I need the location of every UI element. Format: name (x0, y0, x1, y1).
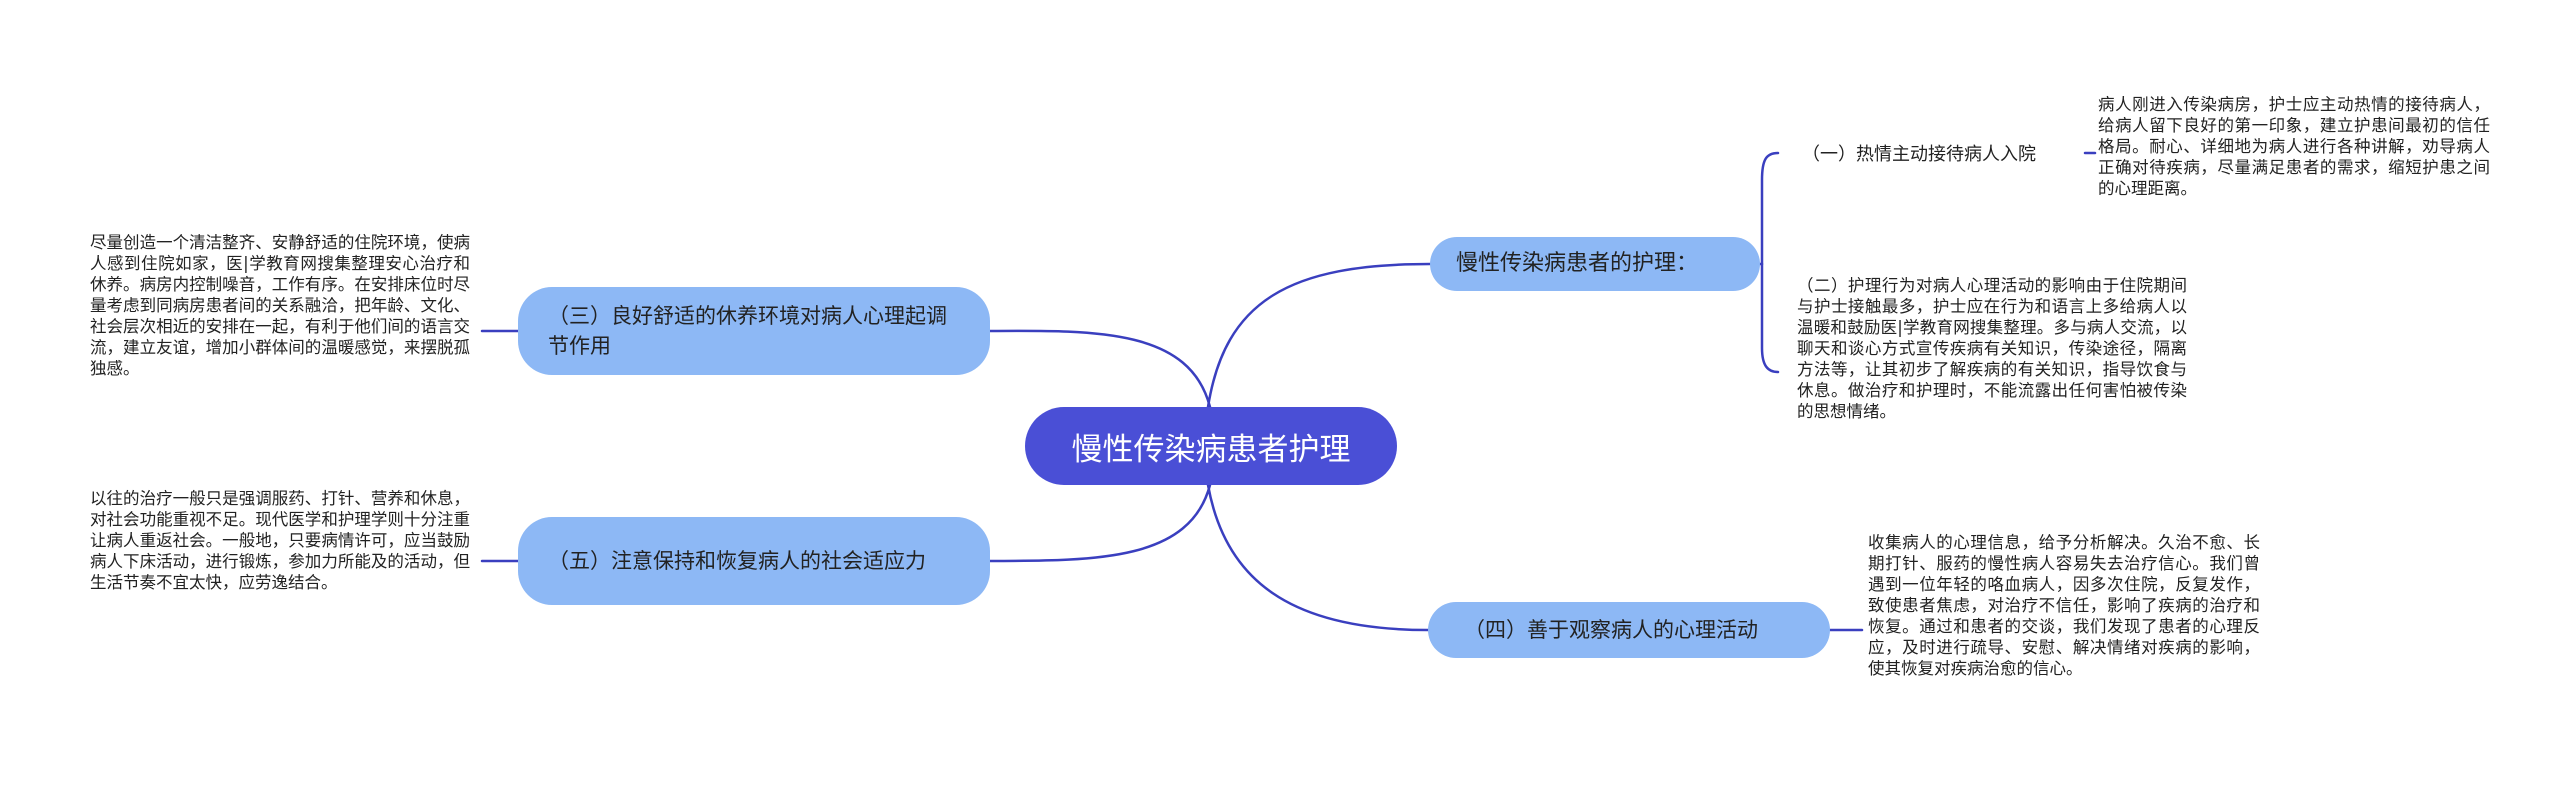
branch-text-5: 以往的治疗一般只是强调服药、打针、营养和休息，对社会功能重视不足。现代医学和护理… (90, 489, 470, 592)
branch-label-3: （三）良好舒适的休养环境对病人心理起调节作用 (548, 304, 947, 358)
branch-node-4[interactable]: （四）善于观察病人的心理活动 (1428, 602, 1830, 658)
link-b1-bracket (1760, 151, 1780, 374)
branch-node-1[interactable]: 慢性传染病患者的护理： (1430, 237, 1760, 291)
root-node[interactable]: 慢性传染病患者护理 (1025, 407, 1397, 485)
sub-node-1[interactable]: （一）热情主动接待病人入院 (1802, 138, 2036, 168)
sub-text-1: 病人刚进入传染病房，护士应主动热情的接待病人，给病人留下良好的第一印象，建立护患… (2098, 95, 2490, 198)
branch-label-1: 慢性传染病患者的护理： (1456, 251, 1699, 276)
branch-node-5[interactable]: （五）注意保持和恢复病人的社会适应力 (518, 517, 990, 605)
root-label: 慢性传染病患者护理 (1071, 431, 1351, 468)
branch-text-3: 尽量创造一个清洁整齐、安静舒适的住院环境，使病人感到住院如家，医|学教育网搜集整… (90, 233, 470, 378)
link-root-b3 (988, 329, 1212, 409)
branch-node-3[interactable]: （三）良好舒适的休养环境对病人心理起调节作用 (518, 287, 990, 375)
branch-label-4: （四）善于观察病人的心理活动 (1464, 618, 1758, 642)
link-root-b4 (1206, 483, 1430, 632)
link-root-b5 (988, 483, 1212, 563)
branch-label-5: （五）注意保持和恢复病人的社会适应力 (548, 549, 926, 573)
link-root-b1 (1206, 262, 1432, 409)
sub-text-2[interactable]: （二）护理行为对病人心理活动的影响由于住院期间与护士接触最多，护士应在行为和语言… (1797, 276, 2187, 421)
sub-label-1: （一）热情主动接待病人入院 (1802, 144, 2036, 165)
branch-text-4: 收集病人的心理信息，给予分析解决。久治不愈、长期打针、服药的慢性病人容易失去治疗… (1868, 533, 2260, 678)
